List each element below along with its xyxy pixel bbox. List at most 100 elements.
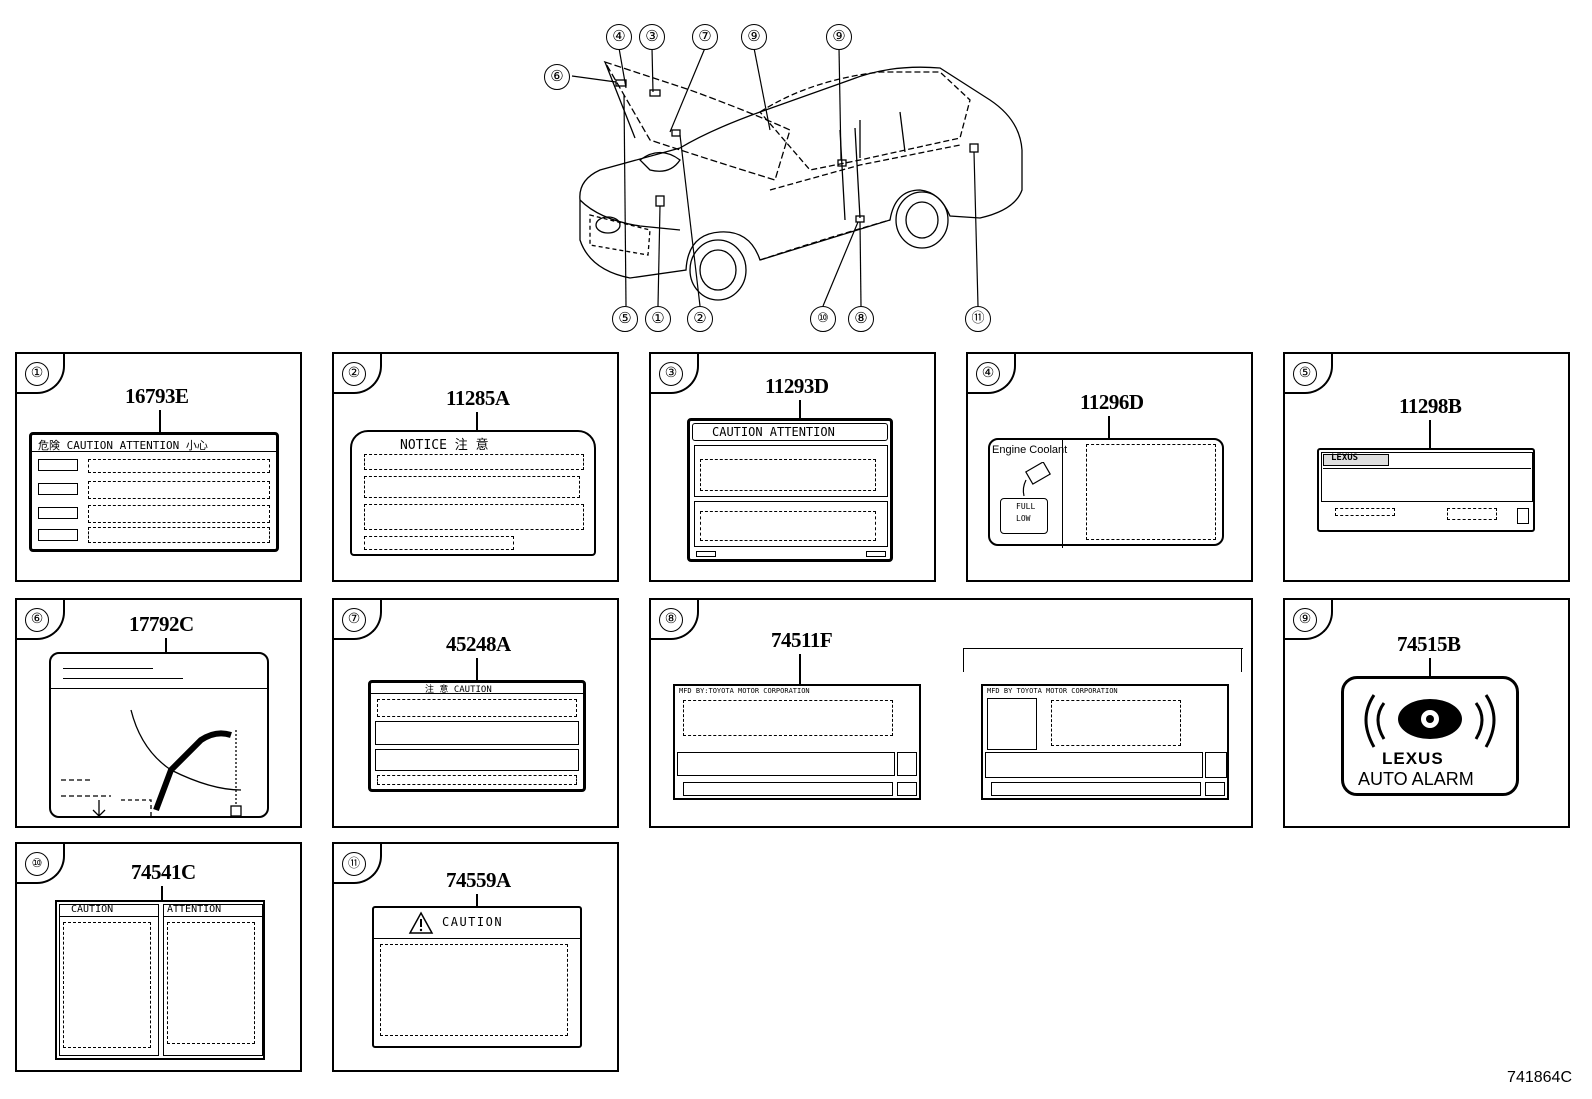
leader-line [476, 412, 478, 432]
coolant-full-text: FULL [1016, 502, 1036, 511]
label-heading-box [692, 423, 888, 441]
bracket-line [963, 648, 1243, 649]
coolant-low-text: LOW [1016, 514, 1031, 523]
label-illustration: NOTICE 注 意 [350, 430, 596, 556]
label-illustration: 注 意 CAUTION [368, 680, 586, 792]
panel-3: ③ 11293D CAUTION ATTENTION [649, 352, 936, 582]
mfd-text-a: MFD BY:TOYOTA MOTOR CORPORATION [679, 687, 810, 695]
part-number: 74541C [131, 860, 196, 884]
part-number: 45248A [446, 632, 511, 656]
label-heading-text: 危険 CAUTION ATTENTION 小心 [38, 439, 208, 452]
panel-number: ⑤ [1293, 362, 1317, 386]
part-number: 17792C [129, 612, 194, 636]
coolant-pour-icon [1022, 462, 1051, 497]
panel-tab: ⑧ [651, 600, 699, 640]
hose-diagram [61, 709, 242, 818]
panel-tab: ② [334, 354, 382, 394]
leader-line [799, 400, 801, 418]
coolant-tank-box [1000, 498, 1048, 534]
panel-11: ⑪ 74559A CAUTION [332, 842, 619, 1072]
diagram-reference-code: 741864C [1507, 1069, 1572, 1086]
lexus-logo-text: LEXUS [1331, 453, 1359, 463]
callout-2-bottom: ② [687, 306, 713, 332]
panel-number: ⑦ [342, 608, 366, 632]
callout-6-left: ⑥ [544, 64, 570, 90]
leader-line [1429, 420, 1431, 448]
leader-line [476, 658, 478, 680]
panel-tab: ③ [651, 354, 699, 394]
attention-text: ATTENTION [167, 904, 222, 915]
leader-line [799, 654, 801, 684]
callout-7-top: ⑦ [692, 24, 718, 50]
part-number: 11296D [1080, 390, 1144, 414]
label-heading-text: CAUTION ATTENTION [712, 425, 835, 439]
panel-tab: ⑤ [1285, 354, 1333, 394]
leader-line [476, 894, 478, 908]
part-number: 74515B [1397, 632, 1461, 656]
auto-alarm-text: AUTO ALARM [1358, 769, 1474, 789]
panel-4: ④ 11296D Engine Coolant FULL LOW [966, 352, 1253, 582]
label-illustration [49, 652, 269, 818]
callout-4-top: ④ [606, 24, 632, 50]
lexus-logo-box [1323, 454, 1389, 466]
label-illustration: CAUTION ATTENTION [55, 900, 265, 1060]
panel-7: ⑦ 45248A 注 意 CAUTION [332, 598, 619, 828]
lexus-logo-text: LEXUS [1382, 749, 1444, 768]
panel-tab: ⑥ [17, 600, 65, 640]
caution-text: CAUTION [442, 915, 504, 929]
callout-11-bottom: ⑪ [965, 306, 991, 332]
panel-number: ⑥ [25, 608, 49, 632]
panel-number: ⑨ [1293, 608, 1317, 632]
alarm-sound-icon [1364, 694, 1496, 748]
panel-number: ② [342, 362, 366, 386]
panel-number: ⑩ [25, 852, 49, 876]
leader-line [1429, 658, 1431, 678]
callout-3-top: ③ [639, 24, 665, 50]
part-number: 74559A [446, 868, 511, 892]
panel-tab: ⑪ [334, 844, 382, 884]
panel-number: ⑪ [342, 852, 366, 876]
panel-8: ⑧ 74511F MFD BY:TOYOTA MOTOR CORPORATION… [649, 598, 1253, 828]
panel-2: ② 11285A NOTICE 注 意 [332, 352, 619, 582]
leader-line [165, 638, 167, 652]
panel-tab: ① [17, 354, 65, 394]
part-number: 16793E [125, 384, 189, 408]
panel-number: ③ [659, 362, 683, 386]
label-illustration: CAUTION [372, 906, 582, 1048]
panel-tab: ⑩ [17, 844, 65, 884]
panel-1: ① 16793E 危険 CAUTION ATTENTION 小心 [15, 352, 302, 582]
vehicle-illustration [571, 47, 1023, 307]
panel-10: ⑩ 74541C CAUTION ATTENTION [15, 842, 302, 1072]
caution-text: CAUTION [71, 904, 114, 915]
leader-line [159, 410, 161, 432]
label-heading-text: 注 意 CAUTION [425, 685, 492, 695]
label-illustration-b: MFD BY TOYOTA MOTOR CORPORATION [981, 684, 1229, 800]
panel-6: ⑥ 17792C [15, 598, 302, 828]
label-illustration: CAUTION ATTENTION [687, 418, 893, 562]
panel-tab: ⑦ [334, 600, 382, 640]
callout-9-top-b: ⑨ [826, 24, 852, 50]
callout-8-bottom: ⑧ [848, 306, 874, 332]
coolant-label-text: Engine Coolant [992, 444, 1068, 456]
label-illustration: LEXUS [1317, 448, 1535, 532]
panel-number: ④ [976, 362, 1000, 386]
callout-9-top-a: ⑨ [741, 24, 767, 50]
label-heading-text: NOTICE 注 意 [400, 438, 489, 453]
part-number: 11285A [446, 386, 510, 410]
warning-triangle-icon [408, 911, 434, 934]
panel-9: ⑨ 74515B LEXUS AUTO ALARM [1283, 598, 1570, 828]
leader-line [161, 886, 163, 900]
leader-line [1108, 416, 1110, 438]
label-illustration: Engine Coolant FULL LOW [988, 438, 1224, 548]
label-illustration-a: MFD BY:TOYOTA MOTOR CORPORATION [673, 684, 921, 800]
part-number: 11298B [1399, 394, 1462, 418]
panel-tab: ④ [968, 354, 1016, 394]
panel-number: ① [25, 362, 49, 386]
mfd-text-b: MFD BY TOYOTA MOTOR CORPORATION [987, 687, 1118, 695]
panel-number: ⑧ [659, 608, 683, 632]
panel-tab: ⑨ [1285, 600, 1333, 640]
callout-1-bottom: ① [645, 306, 671, 332]
label-illustration: 危険 CAUTION ATTENTION 小心 [29, 432, 279, 552]
callout-10-bottom: ⑩ [810, 306, 836, 332]
callout-5-bottom: ⑤ [612, 306, 638, 332]
